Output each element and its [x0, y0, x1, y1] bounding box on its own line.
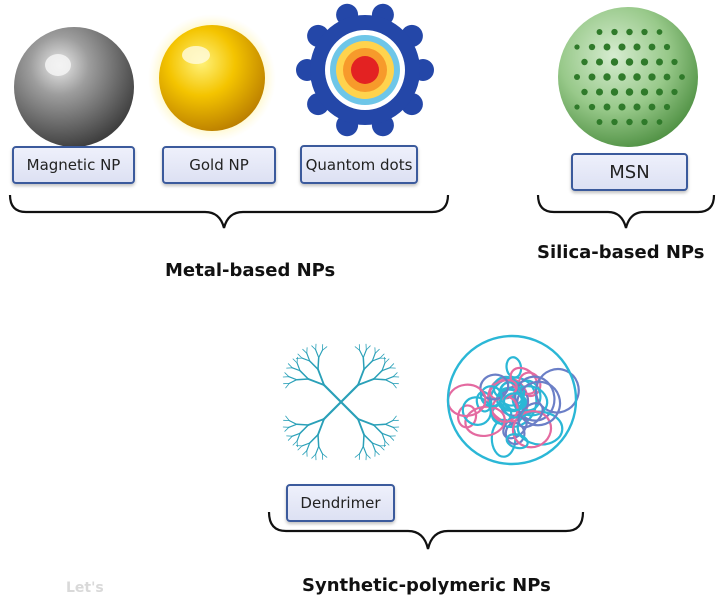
magnetic-np-sphere — [14, 27, 134, 147]
metal-group-brace — [8, 194, 450, 229]
metal-group-title: Metal-based NPs — [165, 260, 336, 281]
polymer-coil-structure — [446, 334, 580, 466]
polymer-group-brace — [267, 511, 585, 550]
msn-sphere — [558, 7, 698, 147]
dendrimer-structure — [282, 343, 400, 461]
polymer-group-title: Synthetic-polymeric NPs — [302, 575, 551, 596]
dendrimer-label: Dendrimer — [286, 484, 395, 522]
silica-group-brace — [536, 194, 716, 229]
msn-label: MSN — [571, 153, 688, 191]
magnetic-np-label: Magnetic NP — [12, 146, 135, 184]
quantum-dots-particle — [296, 3, 434, 137]
silica-group-title: Silica-based NPs — [537, 242, 705, 263]
gold-np-label: Gold NP — [162, 146, 276, 184]
watermark-text: Let's — [66, 580, 104, 596]
quantum-dots-label: Quantom dots — [300, 145, 418, 184]
gold-np-sphere — [148, 14, 276, 142]
